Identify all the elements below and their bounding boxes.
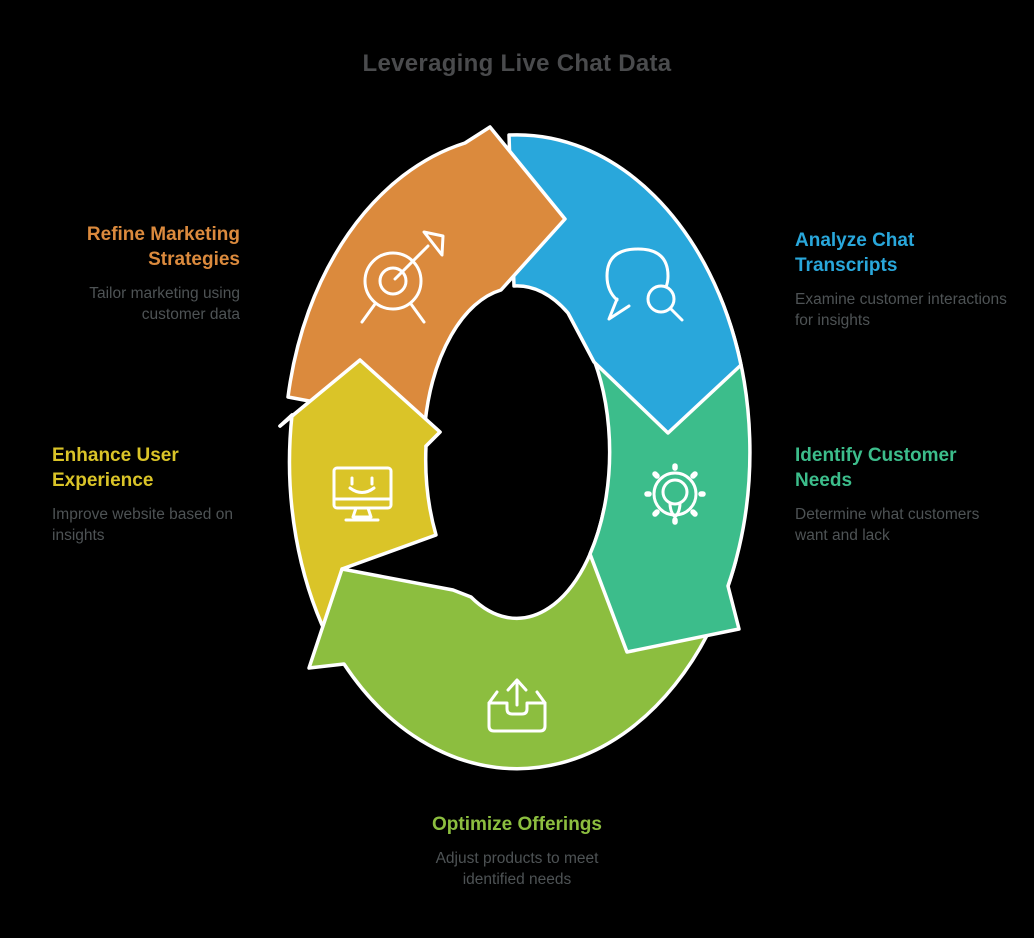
gear-bulb-icon bbox=[644, 463, 706, 525]
page-title: Leveraging Live Chat Data bbox=[362, 50, 672, 77]
step-label-enhance-ux: Enhance User Experience Improve website … bbox=[52, 443, 287, 546]
segment-enhance-ux-arrowhead-outline bbox=[278, 358, 442, 448]
step-title: Optimize Offerings bbox=[432, 814, 602, 835]
step-label-analyze-chat: Analyze Chat Transcripts Examine custome… bbox=[795, 228, 1030, 331]
step-label-identify-needs: Identify Customer Needs Determine what c… bbox=[795, 443, 1034, 546]
segment-analyze-chat bbox=[507, 133, 743, 435]
step-label-refine-marketing: Refine Marketing Strategies Tailor marke… bbox=[30, 222, 240, 325]
step-description: Determine what customers want and lack bbox=[795, 506, 980, 544]
step-description: Tailor marketing using customer data bbox=[89, 285, 240, 323]
step-description: Examine customer interactions for insigh… bbox=[795, 291, 1007, 329]
step-description: Improve website based on insights bbox=[52, 506, 233, 544]
step-title: Identify Customer Needs bbox=[795, 445, 957, 491]
segment-enhance-ux-arrowhead bbox=[280, 360, 440, 446]
outbox-arrow-icon bbox=[487, 678, 547, 733]
step-label-optimize-offerings: Optimize Offerings Adjust products to me… bbox=[367, 812, 667, 890]
step-title: Refine Marketing Strategies bbox=[86, 224, 240, 270]
step-title: Enhance User Experience bbox=[52, 445, 179, 491]
target-arrow-icon bbox=[360, 230, 445, 324]
step-title: Analyze Chat Transcripts bbox=[795, 230, 915, 276]
step-description: Adjust products to meet identified needs bbox=[435, 850, 599, 888]
chat-search-icon bbox=[605, 247, 684, 322]
segment-refine-marketing bbox=[286, 125, 567, 425]
monitor-smile-icon bbox=[332, 466, 393, 522]
